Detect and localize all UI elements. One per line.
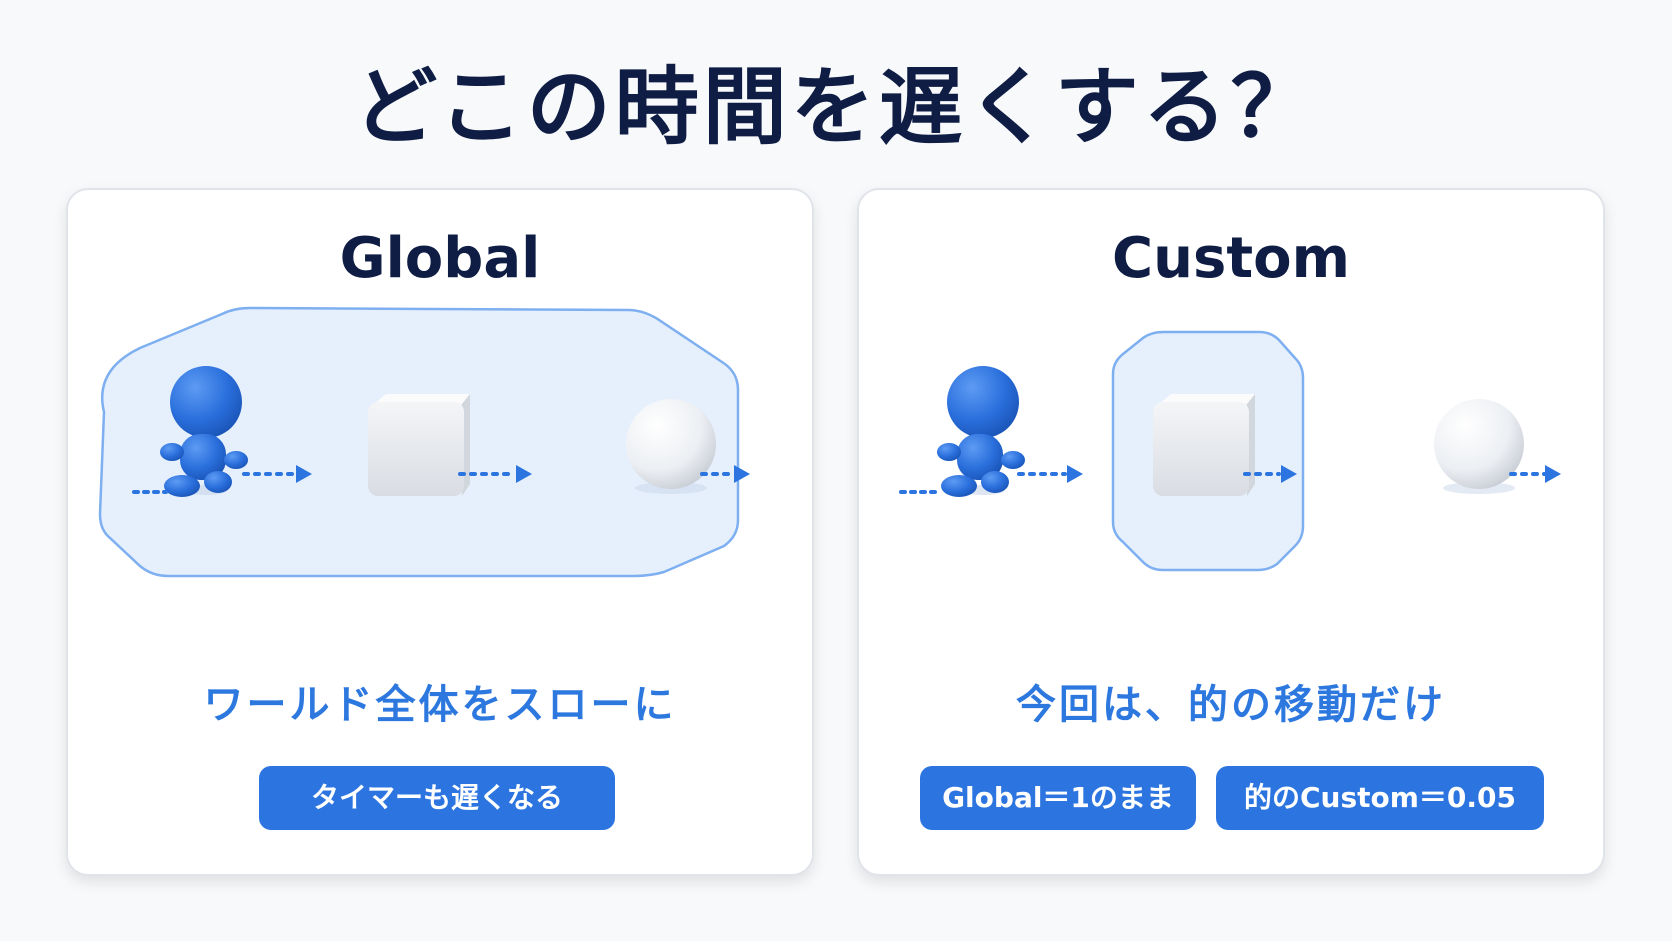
global-scene (98, 306, 750, 578)
custom-panel: Custom (857, 188, 1605, 876)
cube-icon (368, 394, 470, 496)
custom-heading: Custom (1112, 226, 1350, 291)
custom-badge-global: Global＝1のまま (920, 766, 1196, 830)
global-badge-timer: タイマーも遅くなる (259, 766, 615, 830)
arrow-icon (458, 465, 532, 483)
cube-icon (1153, 394, 1255, 496)
sphere-icon (1434, 399, 1524, 494)
arrow-icon (1243, 465, 1297, 483)
sphere-icon (626, 399, 716, 494)
arrow-icon (899, 465, 1083, 494)
global-caption: ワールド全体をスローに (203, 682, 677, 728)
character-icon (160, 366, 248, 497)
arrow-icon (1509, 465, 1561, 483)
custom-badge-target: 的のCustom＝0.05 (1216, 766, 1544, 830)
arrow-icon (700, 465, 750, 483)
global-heading: Global (339, 226, 541, 291)
character-icon (937, 366, 1025, 497)
custom-caption: 今回は、的の移動だけ (1016, 682, 1446, 728)
custom-scene (899, 330, 1561, 572)
arrow-icon (132, 465, 312, 494)
global-panel: Global (66, 188, 814, 876)
page-title: どこの時間を遅くする？ (353, 58, 1319, 156)
